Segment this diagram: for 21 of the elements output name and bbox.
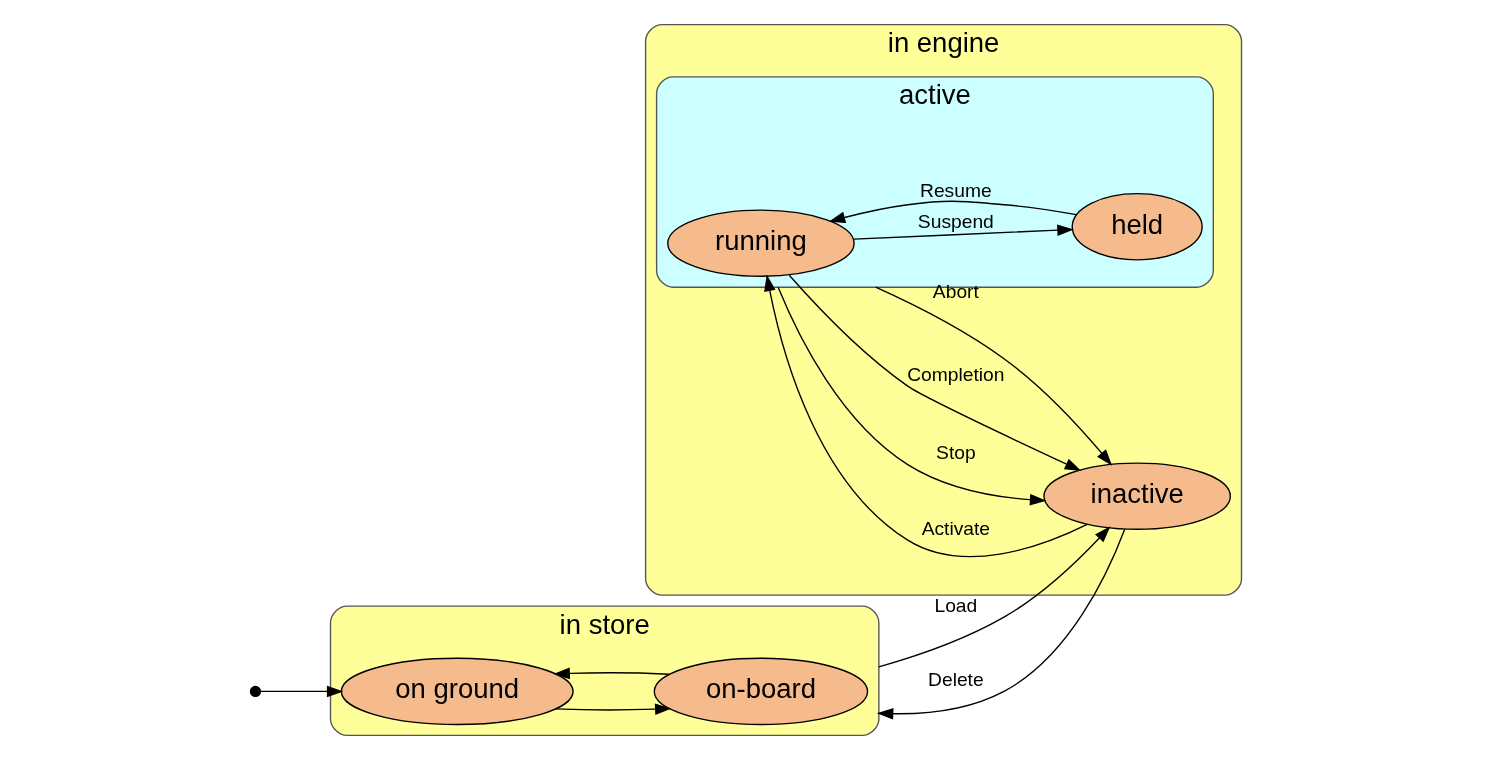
arrow — [853, 224, 1074, 240]
arrow — [788, 274, 1082, 472]
arrow — [876, 528, 1126, 720]
arrow — [828, 200, 1078, 224]
arrow — [259, 685, 344, 698]
edge-label: Completion — [907, 363, 1005, 385]
edge-label: Resume — [920, 179, 992, 201]
edge-label: Stop — [936, 442, 976, 464]
arrow — [554, 703, 672, 715]
arrow — [764, 274, 1088, 558]
edge-label: Activate — [921, 517, 991, 539]
arrow — [878, 526, 1111, 668]
node-ellipse: inactive — [1043, 462, 1232, 530]
edge-label: Delete — [928, 669, 984, 691]
arrow — [874, 286, 1113, 466]
arrow — [553, 667, 671, 680]
edge-label: Suspend — [917, 211, 994, 233]
node-ellipse: held — [1071, 192, 1203, 261]
node-circle — [249, 685, 262, 698]
arrow — [777, 286, 1047, 506]
edge-label: Load — [934, 594, 978, 616]
